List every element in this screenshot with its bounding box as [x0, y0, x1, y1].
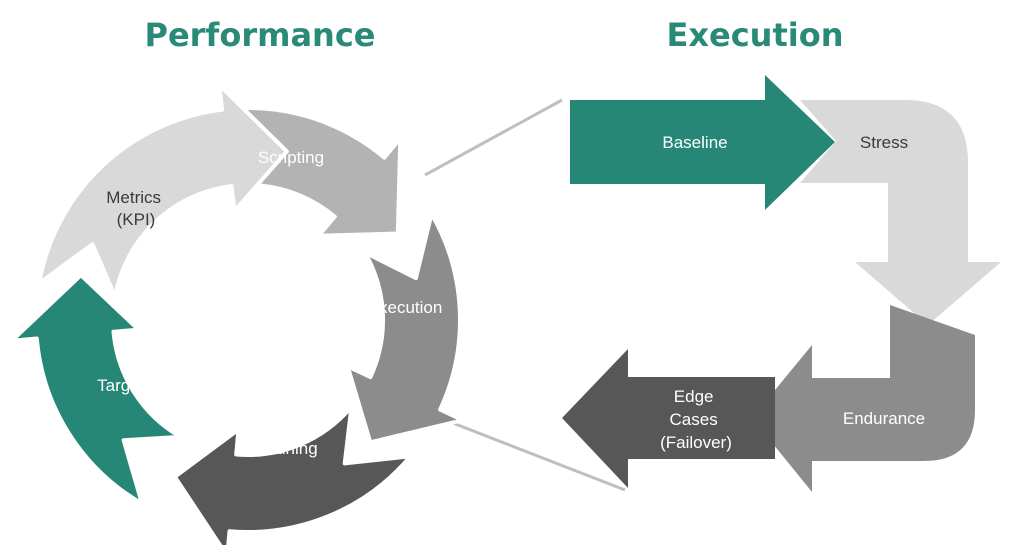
- edge-cases-label: Edge Cases (Failover): [660, 387, 732, 452]
- execution-flow: [562, 75, 1001, 492]
- execution-title: Execution: [666, 16, 844, 54]
- segment-label-execution: Execution: [368, 298, 443, 317]
- performance-title: Performance: [144, 16, 376, 54]
- baseline-arrow: [570, 75, 835, 210]
- segment-label-tuning: Tuning: [266, 439, 317, 458]
- cycle-labels: Scripting Execution Tuning Targets Metri…: [97, 148, 442, 458]
- edge-cases-arrow: [562, 349, 775, 488]
- segment-label-targets: Targets: [97, 376, 153, 395]
- connector-line-bottom: [439, 416, 626, 492]
- cycle-arrow-execution: [345, 212, 465, 445]
- baseline-label: Baseline: [662, 133, 727, 152]
- stress-arrow: [800, 100, 1001, 325]
- flow-labels: Baseline Stress Endurance Edge Cases (Fa…: [660, 133, 925, 452]
- cycle-arrow-metrics: [37, 82, 289, 299]
- endurance-arrow: [752, 305, 975, 492]
- stress-label: Stress: [860, 133, 908, 152]
- segment-label-scripting: Scripting: [258, 148, 324, 167]
- cycle-arrow-targets: [9, 273, 183, 506]
- connector-line-top: [424, 98, 563, 177]
- performance-cycle: [9, 82, 465, 545]
- cycle-arrow-tuning: [172, 404, 413, 545]
- segment-label-metrics: Metrics (KPI): [106, 188, 166, 229]
- endurance-label: Endurance: [843, 409, 925, 428]
